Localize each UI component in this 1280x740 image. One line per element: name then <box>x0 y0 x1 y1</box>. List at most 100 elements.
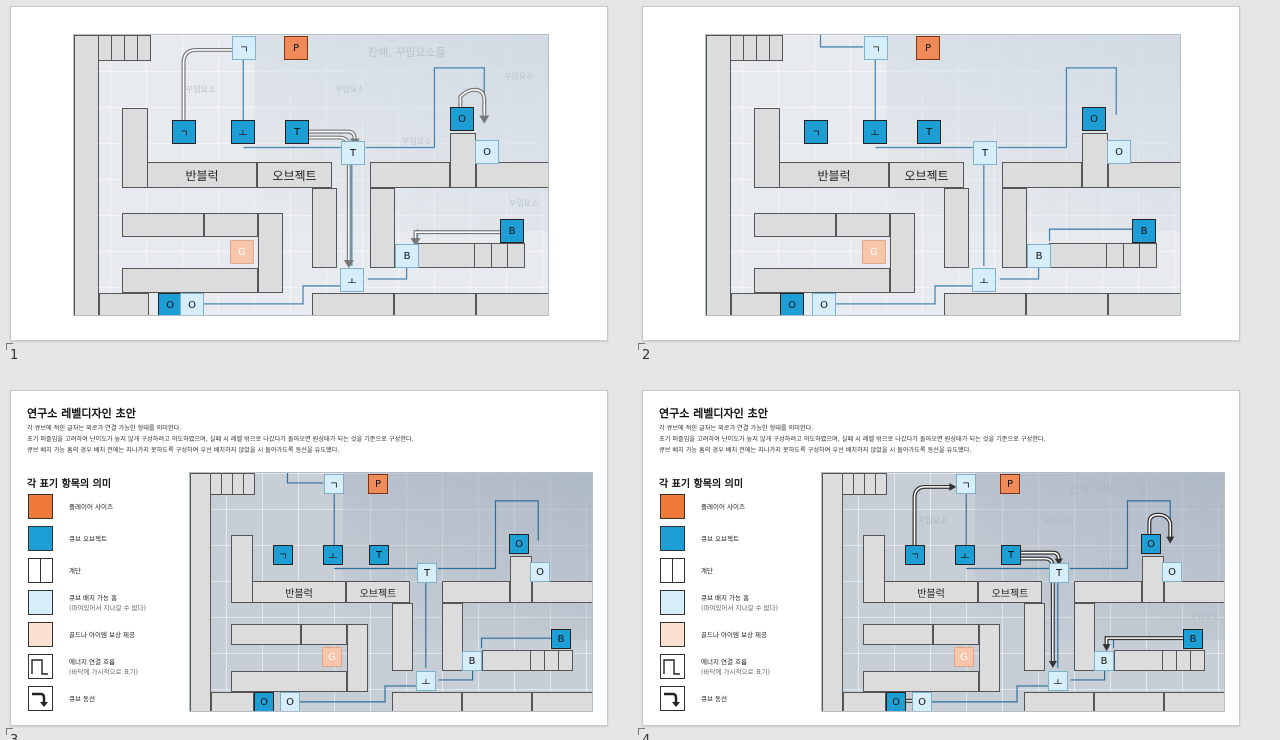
wall <box>450 133 476 188</box>
stairs-icon <box>660 558 685 583</box>
cube-object[interactable]: ㅗ <box>231 120 255 144</box>
cube-slot[interactable]: ㅗ <box>416 671 436 691</box>
wall <box>532 581 592 603</box>
cube-object[interactable]: B <box>551 629 571 649</box>
cube-object[interactable]: ㄱ <box>273 545 293 565</box>
cube-object[interactable]: O <box>450 107 474 131</box>
cube-slot[interactable]: O <box>1107 140 1131 164</box>
cube-slot[interactable]: B <box>1027 244 1051 268</box>
cube-slot[interactable]: O <box>475 140 499 164</box>
slide-thumbnail-4[interactable]: 연구소 레벨디자인 초안 각 큐브에 적힌 글자는 외로가 연결 가능한 형태를… <box>642 390 1240 726</box>
wall <box>731 293 781 315</box>
legend-item: 큐브 오브젝트 <box>28 526 107 551</box>
cube-object[interactable]: O <box>509 534 529 554</box>
decor-label: 꾸밈요소 <box>509 199 539 208</box>
cube-object[interactable]: T <box>1001 545 1021 565</box>
cube-slot[interactable]: B <box>395 244 419 268</box>
slide-number: 2 <box>637 343 651 363</box>
stairs <box>1106 243 1158 268</box>
description-line: 초기 퍼즐임을 고려하여 난이도가 높지 않게 구성하려고 의도하였으며, 실패… <box>27 436 414 443</box>
level-map: 반블럭 오브젝트 ㄱ P ㄱ ㅗ T T O <box>189 472 593 712</box>
cube-object[interactable]: T <box>917 120 941 144</box>
decor-label: 꾸밈요소 <box>1044 516 1074 525</box>
wall <box>706 35 731 315</box>
reward-marker: G <box>322 647 342 667</box>
cube-object[interactable]: T <box>369 545 389 565</box>
cube-object[interactable]: B <box>1132 219 1156 243</box>
wall <box>1074 603 1095 671</box>
anti-block: 반블럭 <box>147 162 257 188</box>
cube-slot[interactable]: O <box>912 692 932 711</box>
cube-slot[interactable]: ㄱ <box>864 36 888 60</box>
cube-slot[interactable]: B <box>1094 651 1114 671</box>
cube-object[interactable]: O <box>1141 534 1161 554</box>
legend-item: 큐브 동선 <box>28 686 95 711</box>
wall <box>312 188 337 268</box>
player-swatch <box>28 494 53 519</box>
wall <box>231 624 301 645</box>
cube-object[interactable]: ㄱ <box>804 120 828 144</box>
cube-object[interactable]: ㄱ <box>172 120 196 144</box>
cube-slot[interactable]: ㄱ <box>324 474 344 494</box>
wall <box>122 108 148 188</box>
cube-slot[interactable]: T <box>1049 563 1069 583</box>
cube-slot[interactable]: ㅗ <box>340 268 364 292</box>
wall <box>347 624 368 692</box>
cube-slot[interactable]: O <box>812 293 836 315</box>
cube-slot[interactable]: ㅗ <box>972 268 996 292</box>
player-size-marker: P <box>368 474 388 494</box>
cube-object[interactable]: ㅗ <box>955 545 975 565</box>
stairs <box>842 473 887 495</box>
wall <box>476 293 548 315</box>
wall <box>231 535 253 603</box>
cube-object[interactable]: ㅗ <box>323 545 343 565</box>
cube-object[interactable]: ㅗ <box>863 120 887 144</box>
cube-object[interactable]: T <box>285 120 309 144</box>
legend-item: 큐브 배치 가능 홈(파여있어서 지나갈 수 없다) <box>660 590 778 615</box>
cube-slot[interactable]: T <box>973 141 997 165</box>
cube-slot[interactable]: T <box>341 141 365 165</box>
decor-label: 잔해, 꾸밈요소들 <box>368 46 446 59</box>
wall <box>1164 692 1224 711</box>
cube-slot[interactable]: O <box>1162 562 1182 582</box>
cube-object[interactable]: ㄱ <box>905 545 925 565</box>
wall <box>1026 293 1108 315</box>
cube-object[interactable]: O <box>886 692 906 711</box>
wall <box>944 293 1026 315</box>
cube-slot[interactable]: ㄱ <box>232 36 256 60</box>
cube-slot[interactable]: O <box>280 692 300 711</box>
decor-label: 꾸밈요소 <box>335 85 365 94</box>
cube-object[interactable]: O <box>158 293 182 315</box>
cube-slot[interactable]: B <box>462 651 482 671</box>
cube-object[interactable]: O <box>254 692 274 711</box>
slide-thumbnail-2[interactable]: 반블럭 오브젝트 ㄱ P ㄱ ㅗ T T O <box>642 6 1240 341</box>
slide-thumbnail-3[interactable]: 연구소 레벨디자인 초안 각 큐브에 적힌 글자는 외로가 연결 가능한 형태를… <box>10 390 608 726</box>
object: 오브젝트 <box>257 162 332 188</box>
cube-slot[interactable]: O <box>530 562 550 582</box>
cube-slot[interactable]: ㄱ <box>956 474 976 494</box>
wall <box>1164 581 1224 603</box>
wall <box>836 213 890 237</box>
cube-slot[interactable]: T <box>417 563 437 583</box>
wall <box>74 35 99 315</box>
cube-object[interactable]: B <box>500 219 524 243</box>
slot-swatch <box>28 590 53 615</box>
decor-label: 꾸밈요소 <box>402 137 432 146</box>
wall <box>1108 293 1180 315</box>
player-swatch <box>660 494 685 519</box>
slide-thumbnail-1[interactable]: 잔해, 꾸밈요소들 꾸밈요소 꾸밈요소 꾸밈요소 꾸밈요소 꾸밈요소 반블럭 오… <box>10 6 608 341</box>
legend-item: 계단 <box>28 558 81 583</box>
wall <box>204 213 258 237</box>
wall <box>231 671 347 692</box>
slide-number: 4 <box>637 728 650 740</box>
wall <box>863 535 885 603</box>
slot-swatch <box>660 590 685 615</box>
description-line: 각 큐브에 적힌 글자는 외로가 연결 가능한 형태를 의미한다. <box>659 425 814 432</box>
cube-object[interactable]: B <box>1183 629 1203 649</box>
wall <box>843 692 886 711</box>
cube-slot[interactable]: O <box>180 293 204 315</box>
cube-object[interactable]: O <box>780 293 804 315</box>
wall <box>301 624 347 645</box>
cube-object[interactable]: O <box>1082 107 1106 131</box>
cube-slot[interactable]: ㅗ <box>1048 671 1068 691</box>
